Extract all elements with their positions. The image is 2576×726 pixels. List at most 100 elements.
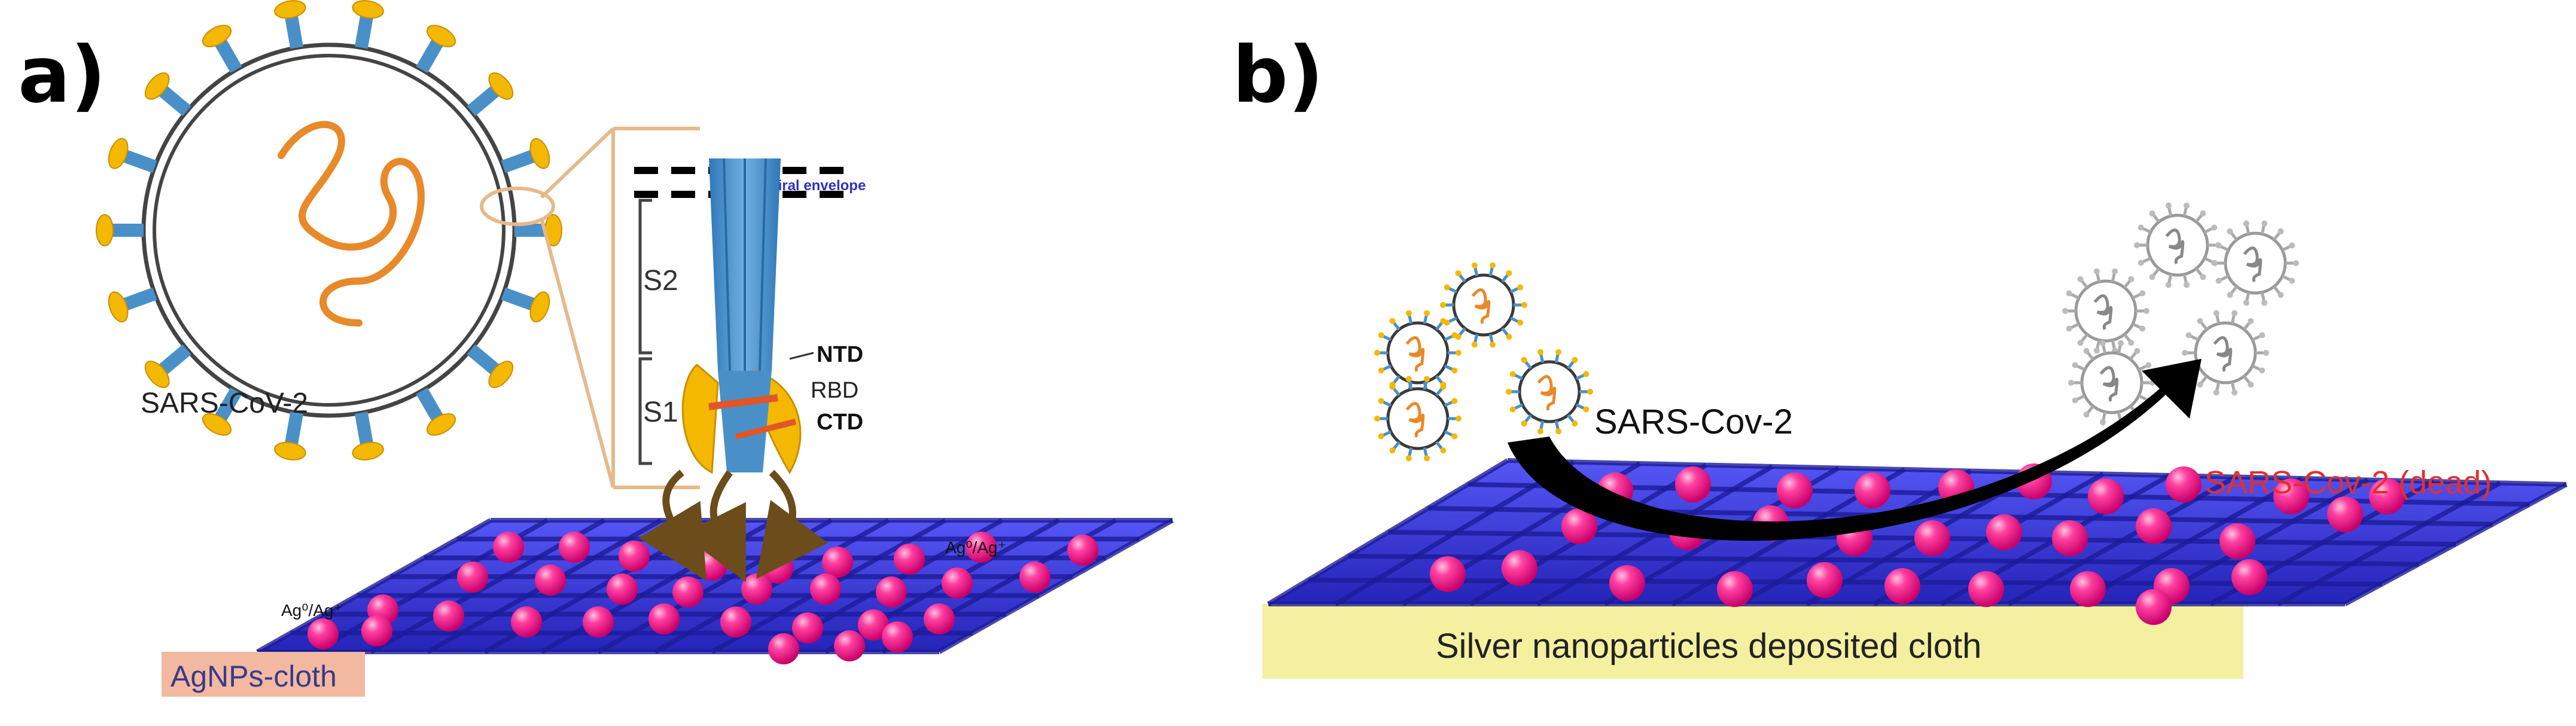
silver-nanoparticle [2219,523,2255,559]
spike-icon [202,25,242,74]
silver-nanoparticle [834,630,865,661]
silver-nanoparticle [942,568,973,599]
spike-icon [144,344,191,388]
silver-nanoparticle [720,606,751,637]
spike-icon [108,287,157,323]
rbd-label: RBD [811,378,858,403]
s1-bracket [638,357,652,465]
spike-icon [274,0,306,49]
spike-proteins [96,0,562,460]
viral-rna-icon [278,121,425,327]
silver-nanoparticle [2088,478,2124,514]
s1-yellow-left [681,364,719,474]
ag-label-right: Ag⁰/Ag⁺ [945,538,1006,557]
s2-label: S2 [643,265,678,297]
agnps-label-bg [162,652,365,697]
silver-nanoparticle [2273,478,2309,514]
silver-nanoparticle [619,541,650,572]
live-virus-icon [1506,349,1593,435]
silver-nanoparticle [741,574,772,605]
agnps-cloth-label: AgNPs-cloth [170,660,337,693]
live-virus-icon [1440,262,1527,348]
spike-icon [416,387,456,436]
panel-a-letter: a) [18,29,106,120]
spike-icon [274,411,306,460]
silver-nanoparticle [822,547,853,578]
silver-nanoparticle [2369,478,2405,514]
dead-virus-icon [2062,268,2149,354]
silver-nanoparticle [607,574,638,605]
silver-nanoparticle [1675,466,1711,502]
panel-b: b) Silver nanoparticles deposited cloth … [1232,29,2568,679]
ag-label-left: Ag⁰/Ag⁺ [281,601,342,620]
ntd-label: NTD [817,342,863,367]
silver-nanoparticle [672,576,704,608]
ctd-band [735,419,797,440]
silver-nanoparticle [2052,520,2088,556]
panel-a: a) AgNPs-cloth Ag⁰/Ag⁺ Ag⁰/Ag⁺ SARS-CoV-… [18,0,1174,697]
silver-nanoparticle [810,574,841,605]
s1-label: S1 [643,396,678,428]
cloth-band [1262,604,2243,679]
silver-nanoparticle [1914,520,1950,556]
viral-membrane-inner [153,54,506,407]
spike-icon [501,287,550,323]
binding-arrow-2 [681,470,746,582]
nanoparticles-a [307,532,1098,664]
silver-nanoparticle [535,565,566,596]
silver-nanoparticle [648,603,680,635]
silver-nanoparticle [792,612,823,643]
silver-nanoparticle [1855,472,1890,508]
spike-icon [108,138,157,173]
spike-icon [514,214,562,246]
silver-nanoparticle [924,603,955,635]
spike-icon [352,0,384,49]
silver-nanoparticle [433,600,464,632]
silver-nanoparticle [1561,508,1597,544]
spike-icon [96,214,144,246]
spike-protein-detail: Viral envelope S2 S1 NTD RBD CTD [634,158,866,582]
silver-nanoparticle [882,621,913,652]
silver-nanoparticle [457,562,488,593]
silver-nanoparticle [876,576,907,608]
dead-virus-icon [2182,310,2269,396]
spike-icon [144,72,191,117]
silver-nanoparticle [307,618,339,649]
binding-arrow-1 [638,469,707,581]
silver-nanoparticle [361,615,392,646]
silver-nanoparticle [2136,589,2172,625]
silver-nanoparticle [696,550,727,581]
silver-nanoparticle [2327,496,2363,532]
silver-nanoparticle [1067,535,1098,566]
silver-nanoparticle [493,532,524,563]
silver-nanoparticle [1807,562,1843,598]
envelope-label: Viral envelope [769,178,866,194]
silver-nanoparticle [1430,556,1466,592]
silver-nanoparticle [894,544,925,575]
spike-icon [501,138,550,173]
spike-icon [467,72,514,117]
virus-label-a: SARS-CoV-2 [141,388,308,419]
silver-nanoparticle [1717,571,1753,607]
panel-b-letter: b) [1232,29,1323,120]
silver-nanoparticle [1609,565,1645,601]
live-viruses [1374,262,1593,462]
silver-nanoparticle [559,532,590,563]
spike-icon [202,387,242,436]
ctd-label: CTD [817,410,863,435]
silver-nanoparticle [2231,559,2267,595]
s2-bracket [638,199,652,355]
sars-cov-2-virion: SARS-CoV-2 [96,0,562,460]
silver-nanoparticle [1968,571,2004,607]
silver-nanoparticle [1019,562,1051,593]
dead-virus-label: SARS-Cov-2 (dead) [2204,465,2492,501]
zoom-callout [540,127,700,489]
silver-nanoparticle [768,633,799,664]
dead-virus-icon [2212,220,2299,306]
spike-icon [416,25,456,74]
silver-nanoparticle [2166,466,2202,502]
silver-nanoparticle [511,606,542,637]
silver-nanoparticle [1884,568,1920,604]
silver-nanoparticle [1777,472,1813,508]
